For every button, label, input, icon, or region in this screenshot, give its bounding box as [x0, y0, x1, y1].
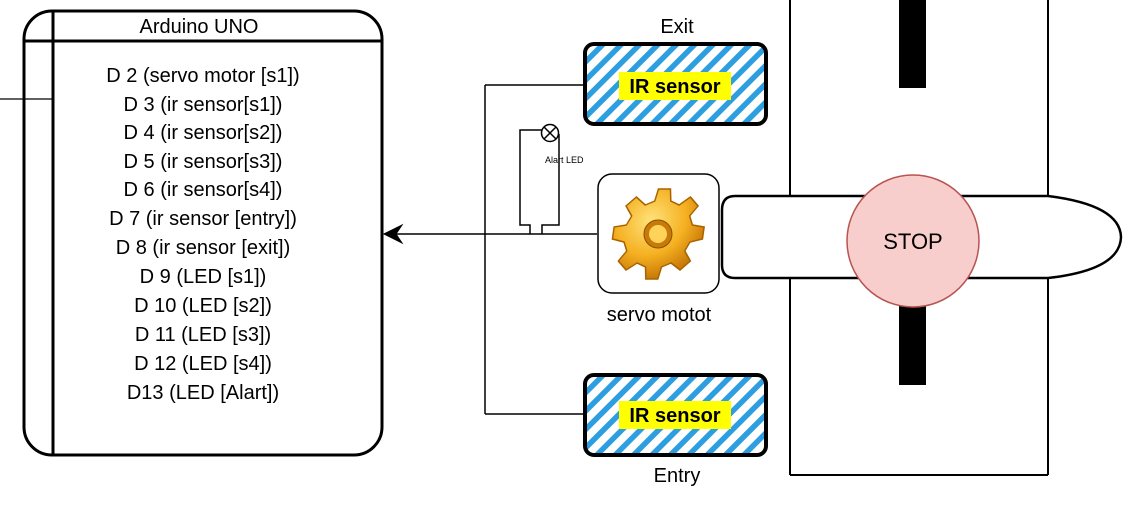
arduino-box: Arduino UNO D 2 (servo motor [s1]) D 3 (…	[22, 9, 384, 457]
pin-label: D 6 (ir sensor[s4])	[124, 179, 283, 201]
exit-sensor-label: IR sensor	[629, 76, 720, 98]
pin-label: D 9 (LED [s1])	[140, 266, 267, 288]
signal-arrow	[382, 223, 404, 245]
pin-label: D 4 (ir sensor[s2])	[124, 122, 283, 144]
pin-label: D 5 (ir sensor[s3])	[124, 151, 283, 173]
pin-label: D13 (LED [Alart])	[127, 382, 279, 404]
entry-sensor: IR sensor Entry	[583, 373, 768, 487]
pin-list: D 2 (servo motor [s1]) D 3 (ir sensor[s1…	[106, 65, 299, 404]
gear-icon	[611, 188, 705, 280]
stop-sign: STOP	[846, 174, 980, 308]
pin-label: D 12 (LED [s4])	[134, 353, 272, 375]
entry-sensor-label: IR sensor	[629, 405, 720, 427]
stop-label: STOP	[883, 229, 943, 254]
arduino-title: Arduino UNO	[140, 16, 259, 38]
lane-marker-top	[899, 0, 926, 88]
wiring	[388, 84, 597, 415]
entry-label: Entry	[654, 465, 701, 487]
servo-label: servo motot	[607, 304, 712, 326]
road	[789, 0, 1049, 476]
pin-label: D 3 (ir sensor[s1])	[124, 94, 283, 116]
pin-label: D 8 (ir sensor [exit])	[116, 237, 290, 259]
pin-label: D 10 (LED [s2])	[134, 295, 272, 317]
lane-marker-bottom	[899, 303, 926, 385]
alert-led: Alart LED	[540, 123, 584, 165]
pin-label: D 11 (LED [s3])	[135, 324, 271, 346]
exit-label: Exit	[660, 16, 694, 38]
servo-motor: servo motot	[597, 173, 720, 326]
exit-sensor: Exit IR sensor	[583, 16, 768, 126]
lamp-icon	[540, 123, 560, 143]
pin-label: D 2 (servo motor [s1])	[106, 65, 299, 87]
pin-label: D 7 (ir sensor [entry])	[109, 208, 297, 230]
led-label: Alart LED	[545, 155, 584, 165]
